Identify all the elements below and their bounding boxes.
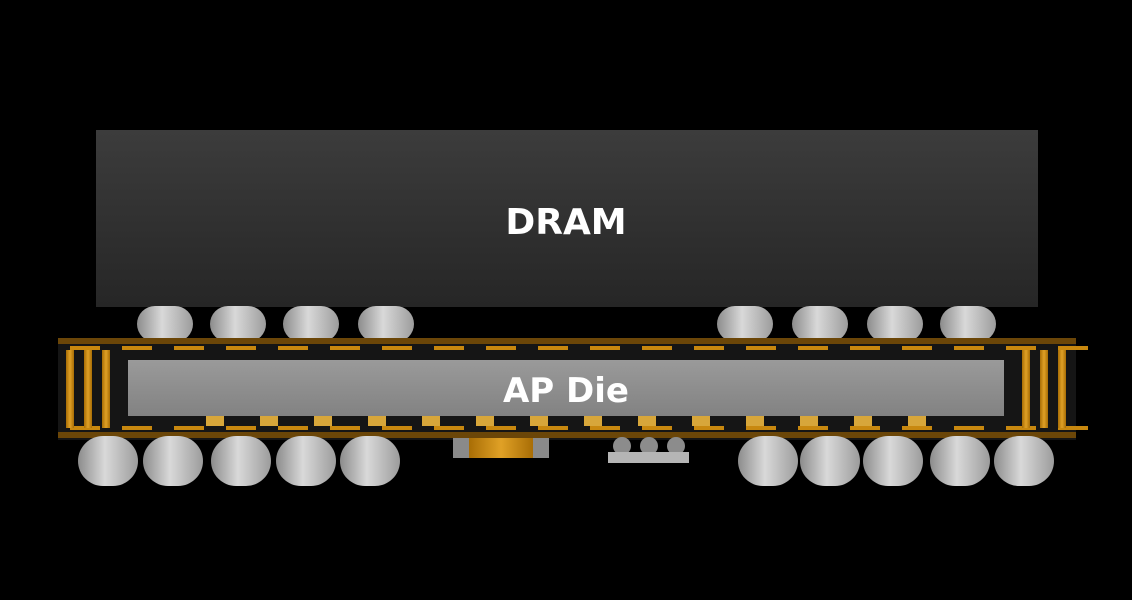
copper-trace [330, 346, 360, 350]
copper-trace [746, 346, 776, 350]
top-copper-traces [70, 346, 1088, 350]
solder-ball-icon [78, 436, 138, 486]
top-solder-balls [137, 306, 996, 342]
copper-trace [226, 426, 256, 430]
copper-via [1058, 350, 1066, 428]
copper-via [1022, 350, 1030, 428]
bottom-solder-balls [78, 436, 1054, 486]
copper-trace [174, 426, 204, 430]
bottom-copper-layer [58, 432, 1076, 438]
die-bump-pads [206, 416, 926, 426]
solder-ball-icon [358, 306, 414, 342]
solder-ball-icon [717, 306, 773, 342]
solder-ball-icon [940, 306, 996, 342]
copper-trace [954, 426, 984, 430]
copper-via [102, 350, 110, 428]
copper-trace [694, 346, 724, 350]
copper-trace [382, 346, 412, 350]
bump-pad [692, 416, 710, 426]
copper-trace [278, 426, 308, 430]
copper-via [1040, 350, 1048, 428]
copper-trace [538, 346, 568, 350]
bump-pad [260, 416, 278, 426]
solder-ball-icon [800, 436, 860, 486]
solder-ball-icon [143, 436, 203, 486]
copper-trace [746, 426, 776, 430]
solder-ball-icon [863, 436, 923, 486]
copper-trace [954, 346, 984, 350]
copper-trace [590, 426, 620, 430]
copper-trace [590, 346, 620, 350]
bump-pad [800, 416, 818, 426]
bump-pad [908, 416, 926, 426]
dram-body [96, 130, 1038, 307]
bump-pad [746, 416, 764, 426]
copper-trace [122, 426, 152, 430]
copper-trace [486, 426, 516, 430]
copper-via [66, 350, 74, 428]
solder-ball-icon [792, 306, 848, 342]
copper-trace [694, 426, 724, 430]
copper-trace [642, 426, 672, 430]
copper-trace [226, 346, 256, 350]
copper-trace [174, 346, 204, 350]
copper-trace [1006, 426, 1036, 430]
solder-ball-icon [738, 436, 798, 486]
solder-ball-icon [994, 436, 1054, 486]
copper-trace [538, 426, 568, 430]
bump-pad [368, 416, 386, 426]
copper-trace [1058, 346, 1088, 350]
bump-pad [584, 416, 602, 426]
bump-pad [422, 416, 440, 426]
copper-trace [486, 346, 516, 350]
copper-trace [798, 426, 828, 430]
copper-trace [434, 426, 464, 430]
ap-package [58, 338, 1088, 440]
ap-die [128, 360, 1004, 416]
copper-trace [850, 426, 880, 430]
ap-die-label: AP Die [503, 371, 629, 411]
bump-pad [530, 416, 548, 426]
dram-label: DRAM [505, 202, 626, 243]
copper-trace [1058, 426, 1088, 430]
solder-ball-icon [930, 436, 990, 486]
passive-components [453, 437, 689, 463]
copper-trace [434, 346, 464, 350]
solder-ball-icon [211, 436, 271, 486]
copper-trace [642, 346, 672, 350]
chip-capacitor-icon [453, 438, 549, 458]
copper-trace [330, 426, 360, 430]
solder-ball-icon [340, 436, 400, 486]
solder-ball-icon [867, 306, 923, 342]
bump-pad [314, 416, 332, 426]
copper-trace [278, 346, 308, 350]
copper-trace [1006, 346, 1036, 350]
bump-pad [638, 416, 656, 426]
bump-pad [476, 416, 494, 426]
chip-capacitor-icon [608, 437, 689, 463]
copper-trace [382, 426, 412, 430]
solder-ball-icon [276, 436, 336, 486]
top-copper-layer [58, 338, 1076, 344]
copper-trace [850, 346, 880, 350]
copper-via [84, 350, 92, 428]
solder-ball-icon [283, 306, 339, 342]
solder-ball-icon [210, 306, 266, 342]
copper-trace [122, 346, 152, 350]
copper-trace [798, 346, 828, 350]
copper-trace [70, 346, 100, 350]
side-vias [66, 350, 1066, 428]
copper-trace [902, 346, 932, 350]
copper-trace [902, 426, 932, 430]
solder-ball-icon [137, 306, 193, 342]
dram-package [96, 130, 1038, 307]
bump-pad [206, 416, 224, 426]
bump-pad [854, 416, 872, 426]
